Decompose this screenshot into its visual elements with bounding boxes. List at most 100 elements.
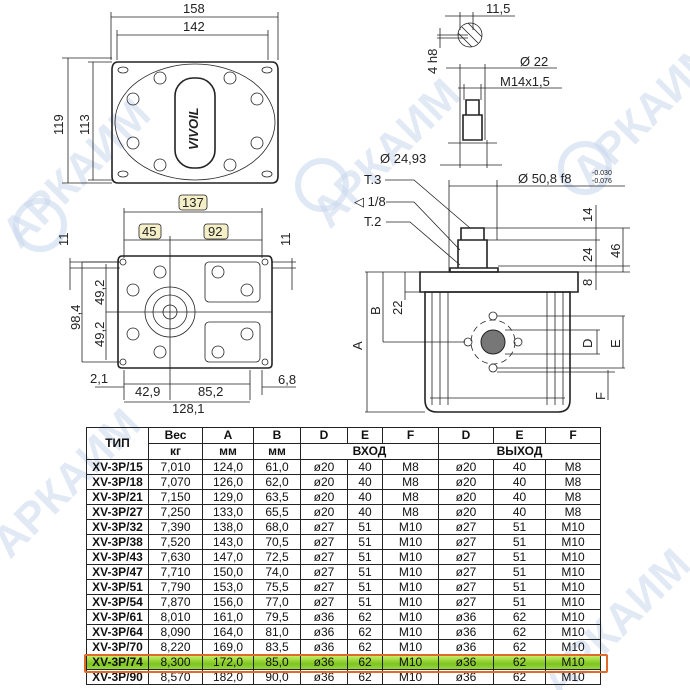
table-cell: 63,5: [253, 489, 301, 505]
table-cell: 79,5: [253, 609, 301, 625]
label-t2: T.2: [364, 214, 381, 229]
table-cell: 81,0: [253, 624, 301, 640]
table-cell: M10: [545, 654, 601, 670]
dim-92: 92: [208, 224, 222, 239]
dim-45: 45: [142, 224, 156, 239]
table-cell: ø27: [438, 564, 494, 580]
table-cell: M8: [382, 459, 439, 475]
table-cell: 7,710: [148, 564, 203, 580]
table-cell: 7,010: [148, 459, 203, 475]
table-header-row: ТИП Вес A B D E F D E F: [86, 427, 601, 460]
group-outlet: ВЫХОД: [438, 443, 601, 460]
dim-46: 46: [608, 244, 623, 258]
watermark-logo-icon: [295, 158, 349, 212]
table-cell: M10: [545, 594, 601, 610]
table-cell: 68,0: [253, 519, 301, 535]
cell-type: XV-3P/38: [86, 534, 149, 550]
table-cell: ø27: [300, 564, 348, 580]
table-cell: 51: [347, 519, 383, 535]
table-cell: 62: [493, 609, 546, 625]
table-cell: 40: [493, 504, 546, 520]
table-cell: 182,0: [202, 669, 254, 685]
table-cell: 62,0: [253, 474, 301, 490]
unit-mm-a: мм: [202, 443, 254, 460]
table-cell: ø36: [438, 609, 494, 625]
table-cell: ø20: [300, 474, 348, 490]
label-taper: ◁ 1/8: [354, 194, 386, 209]
cell-type: XV-3P/21: [86, 489, 149, 505]
table-cell: 51: [347, 564, 383, 580]
table-cell: 7,150: [148, 489, 203, 505]
dim-key-width: 11,5: [486, 1, 510, 16]
table-cell: ø27: [300, 579, 348, 595]
col-a: A: [202, 427, 254, 444]
label-e: E: [608, 339, 623, 348]
table-cell: 51: [493, 594, 546, 610]
table-cell: 7,250: [148, 504, 203, 520]
unit-mm-b: мм: [253, 443, 301, 460]
tol-upper: -0.030: [592, 170, 612, 177]
table-cell: M10: [382, 654, 439, 670]
table-cell: 40: [347, 504, 383, 520]
table-cell: 51: [493, 519, 546, 535]
table-cell: 62: [347, 654, 383, 670]
group-inlet: ВХОД: [300, 443, 439, 460]
table-cell: M10: [382, 594, 439, 610]
table-cell: ø36: [438, 669, 494, 685]
table-cell: ø20: [438, 459, 494, 475]
table-cell: ø36: [438, 654, 494, 670]
table-cell: 153,0: [202, 579, 254, 595]
dim-key-height: 4 h8: [425, 49, 440, 74]
table-cell: M10: [382, 549, 439, 565]
dim-11-right: 11: [278, 233, 293, 247]
tol-lower: -0.076: [592, 178, 612, 185]
table-cell: 62: [493, 654, 546, 670]
table-cell: M10: [382, 519, 439, 535]
table-cell: M10: [545, 609, 601, 625]
table-cell: 70,5: [253, 534, 301, 550]
table-cell: 40: [347, 474, 383, 490]
table-cell: 51: [493, 564, 546, 580]
table-cell: 7,790: [148, 579, 203, 595]
dim-dia-22: Ø 22: [520, 54, 548, 69]
table-cell: ø27: [438, 549, 494, 565]
table-cell: M10: [545, 534, 601, 550]
dim-24: 24: [580, 248, 595, 262]
dim-142: 142: [183, 19, 205, 34]
dim-128-1: 128,1: [172, 401, 205, 416]
table-cell: 126,0: [202, 474, 254, 490]
dim-49-2-lower: 49,2: [92, 322, 107, 347]
table-cell: 8,090: [148, 624, 203, 640]
table-cell: 90,0: [253, 669, 301, 685]
cell-type: XV-3P/27: [86, 504, 149, 520]
col-b: B: [253, 427, 301, 444]
col-inlet-e: E: [347, 427, 383, 444]
spec-table: ТИП Вес A B D E F D E F кг мм мм ВХОД ВЫ…: [86, 427, 601, 685]
cell-type: XV-3P/18: [86, 474, 149, 490]
table-cell: 124,0: [202, 459, 254, 475]
table-cell: M10: [382, 669, 439, 685]
dim-85-2: 85,2: [198, 384, 223, 399]
cell-type: XV-3P/51: [86, 579, 149, 595]
table-cell: 40: [347, 459, 383, 475]
side-view: 11,5 4 h8 Ø 22 M14x1,5 Ø 24,93 T.3 ◁ 1/8…: [350, 1, 630, 413]
dim-thread: M14x1,5: [500, 74, 550, 89]
table-cell: 51: [347, 534, 383, 550]
cell-type: XV-3P/43: [86, 549, 149, 565]
table-cell: 169,0: [202, 639, 254, 655]
label-d: D: [580, 339, 595, 348]
table-cell: ø20: [438, 504, 494, 520]
table-cell: ø20: [438, 489, 494, 505]
table-cell: 62: [347, 669, 383, 685]
table-cell: M10: [382, 639, 439, 655]
col-weight: Вес: [148, 427, 203, 444]
table-cell: M10: [545, 519, 601, 535]
dim-22: 22: [390, 301, 405, 315]
table-cell: ø27: [300, 534, 348, 550]
